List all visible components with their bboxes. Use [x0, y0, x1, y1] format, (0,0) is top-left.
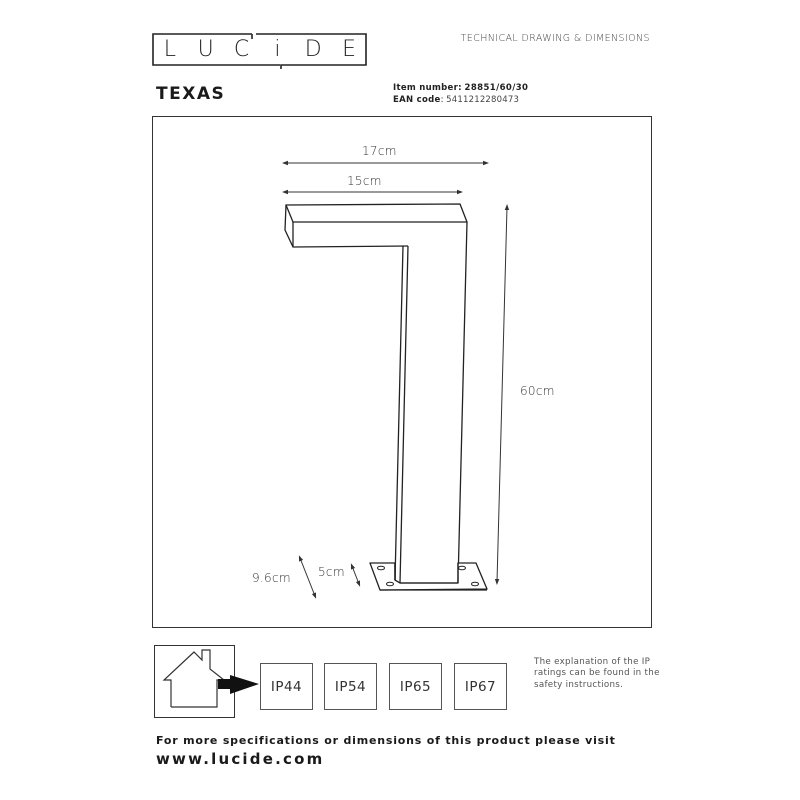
ean-row: EAN code: 5411212280473 [393, 95, 520, 105]
house-icon [162, 649, 226, 708]
dimension-label-overall-width: 17cm [362, 144, 397, 158]
logo-letter: D [304, 37, 322, 62]
ean-label: EAN code [393, 95, 441, 105]
product-meta: Item number: 28851/60/30 EAN code: 54112… [393, 82, 528, 106]
document-type-title: TECHNICAL DRAWING & DIMENSIONS [460, 33, 650, 44]
ip-rating-ip67: IP67 [454, 663, 507, 710]
footer-text: For more specifications or dimensions of… [156, 734, 616, 747]
brand-logo: L U C i D E [152, 33, 367, 69]
product-name: TEXAS [156, 84, 226, 104]
logo-frame-icon [152, 33, 367, 69]
drawing-frame [152, 116, 652, 628]
ip-rating-ip44: IP44 [260, 663, 313, 710]
item-number-row: Item number: 28851/60/30 [393, 82, 528, 94]
dimension-label-base: 9.6cm [252, 571, 291, 585]
dimension-line-pole-width [350, 563, 361, 587]
logo-letter: E [342, 37, 356, 62]
arrow-right-icon [218, 675, 259, 694]
bollard-lamp-shape [284, 203, 488, 591]
logo-letter: U [197, 37, 214, 62]
technical-drawing [282, 160, 510, 599]
logo-letter: L [163, 37, 177, 62]
ean-value: 5411212280473 [446, 95, 520, 105]
ip-rating-note: The explanation of the IP ratings can be… [534, 657, 660, 690]
item-number-value: 28851/60/30 [464, 83, 529, 93]
logo-letter: C [233, 37, 250, 62]
logo-letter: i [274, 37, 281, 62]
item-number-label: Item number: [393, 83, 462, 93]
ip-rating-ip54: IP54 [324, 663, 377, 710]
website-link[interactable]: www.lucide.com [156, 750, 325, 768]
dimension-line-height [494, 204, 510, 585]
dimension-label-height: 60cm [520, 384, 555, 398]
ip-rating-ip65: IP65 [389, 663, 442, 710]
dimension-label-pole-width: 5cm [318, 565, 345, 579]
dimension-line-base [298, 555, 317, 599]
dimension-label-arm-length: 15cm [347, 174, 382, 188]
screw-holes [377, 565, 479, 587]
